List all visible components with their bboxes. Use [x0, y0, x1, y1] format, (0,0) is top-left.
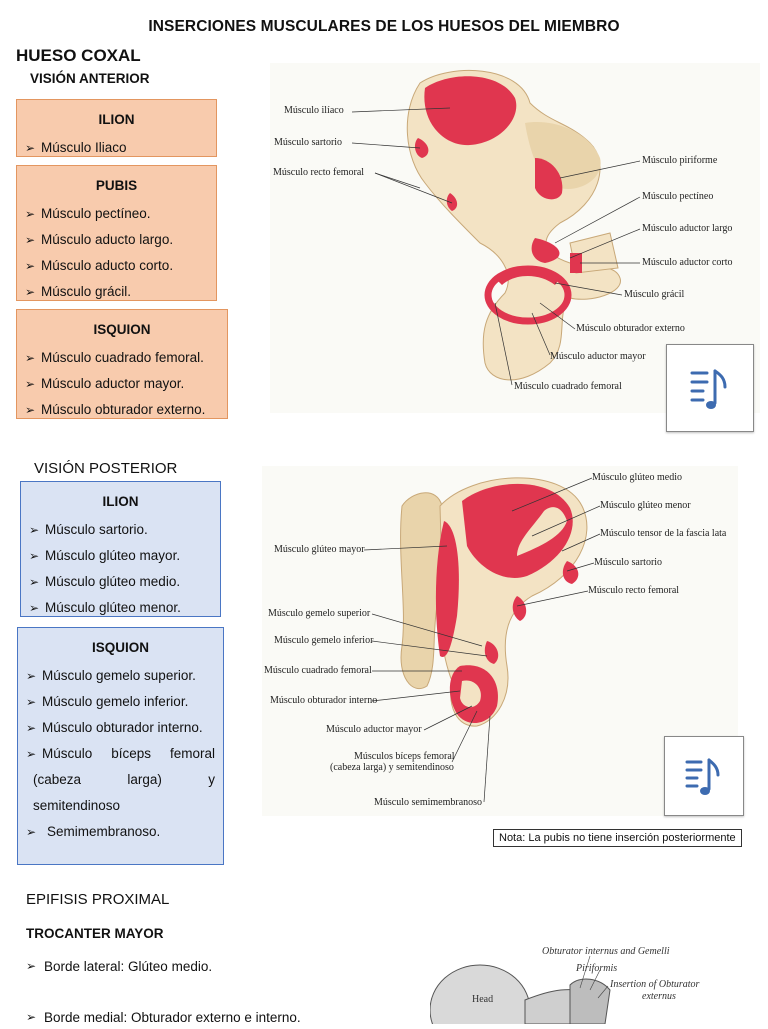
trocanter-heading: TROCANTER MAYOR — [26, 926, 164, 941]
label-pectineo: Músculo pectíneo — [642, 191, 714, 202]
label-sartorio-posterior: Músculo sartorio — [594, 557, 663, 568]
list-item: Semimembranoso. — [26, 819, 215, 845]
label-piriformis: Piriformis — [576, 963, 618, 974]
label-tensor-fascia-lata: Músculo tensor de la fascia lata — [600, 528, 727, 539]
label-iliaco: Músculo ilíaco — [284, 105, 344, 116]
list-item: Músculo aductor mayor. — [25, 371, 219, 397]
label-obturador-interno: Músculo obturador interno — [270, 695, 378, 706]
label-gemelo-inferior: Músculo gemelo inferior — [274, 635, 374, 646]
list-item: Músculo pectíneo. — [25, 201, 208, 227]
anterior-heading: VISIÓN ANTERIOR — [30, 71, 150, 86]
label-piriforme: Músculo piriforme — [642, 155, 718, 166]
list-item: Músculo cuadrado femoral. — [25, 345, 219, 371]
list-item: Borde medial: Obturador externo e intern… — [26, 1010, 301, 1025]
list-item: Borde lateral: Glúteo medio. — [26, 959, 212, 974]
pubis-box: PUBIS Músculo pectíneo. Músculo aducto l… — [16, 165, 217, 305]
label-gracil: Músculo grácil — [624, 289, 685, 300]
label-gluteo-medio: Músculo glúteo medio — [592, 472, 682, 483]
label-biceps-femoral: Músculos bíceps femoral — [354, 751, 455, 762]
label-recto-femoral: Músculo recto femoral — [273, 167, 365, 178]
label-aductor-largo: Músculo aductor largo — [642, 223, 733, 234]
list-item: Músculo Iliaco — [25, 135, 208, 161]
label-cuadrado-femoral: Músculo cuadrado femoral — [514, 381, 622, 392]
label-aductor-mayor: Músculo aductor mayor — [550, 351, 646, 362]
page-title: INSERCIONES MUSCULARES DE LOS HUESOS DEL… — [148, 18, 620, 35]
posterior-isquion-box: ISQUION Músculo gemelo superior. Músculo… — [17, 627, 224, 865]
anterior-pelvis-illustration — [351, 69, 641, 386]
label-gemelo-superior: Músculo gemelo superior — [268, 608, 371, 619]
audio-list-icon[interactable] — [664, 736, 744, 816]
list-item: Músculo gemelo inferior. — [26, 689, 215, 715]
posterior-pelvis-illustration — [363, 477, 601, 803]
label-gluteo-menor: Músculo glúteo menor — [600, 500, 691, 511]
posterior-ilion-box: ILION Músculo sartorio. Músculo glúteo m… — [20, 481, 221, 621]
isquion-box: ISQUION Músculo cuadrado femoral. Múscul… — [16, 309, 228, 423]
label-insertion-obturator: Insertion of Obturator — [610, 979, 700, 990]
label-gluteo-mayor: Músculo glúteo mayor — [274, 544, 365, 555]
label-semimembranoso: Músculo semimembranoso — [374, 797, 483, 808]
label-biceps-femoral-2: (cabeza larga) y semitendinoso — [330, 762, 454, 773]
list-item: Músculo glúteo medio. — [29, 569, 212, 595]
label-recto-femoral-posterior: Músculo recto femoral — [588, 585, 680, 596]
label-obturador-externo: Músculo obturador externo — [576, 323, 685, 334]
list-item: Músculo obturador interno. — [26, 715, 215, 741]
ilion-box: ILION Músculo Iliaco — [16, 99, 217, 161]
posterior-isquion-heading: ISQUION — [91, 640, 149, 655]
posterior-ilion-heading: ILION — [102, 494, 139, 509]
list-item: Músculo aducto largo. — [25, 227, 208, 253]
list-item: Músculo bíceps femoral — [26, 741, 215, 767]
list-item: Músculo sartorio. — [29, 517, 212, 543]
list-item: Músculo gemelo superior. — [26, 663, 215, 689]
anterior-pelvis-figure: Músculo ilíaco Músculo sartorio Músculo … — [270, 63, 760, 413]
list-item-continuation: (cabeza larga) y — [33, 772, 215, 787]
list-item: Músculo obturador externo. — [25, 397, 219, 423]
label-externus: externus — [642, 991, 676, 1002]
audio-list-icon[interactable] — [666, 344, 754, 432]
list-item: Músculo glúteo mayor. — [29, 543, 212, 569]
list-item: Músculo aducto corto. — [25, 253, 208, 279]
label-sartorio: Músculo sartorio — [274, 137, 343, 148]
audio-list-glyph — [685, 758, 720, 795]
femur-figure: Obturator internus and Gemelli Piriformi… — [429, 940, 730, 1029]
posterior-pelvis-figure: Músculo glúteo medio Músculo glúteo meno… — [262, 466, 738, 816]
isquion-heading: ISQUION — [93, 322, 151, 337]
list-item: Músculo glúteo menor. — [29, 595, 212, 621]
label-aductor-mayor-posterior: Músculo aductor mayor — [326, 724, 422, 735]
ilion-heading: ILION — [98, 112, 135, 127]
audio-list-glyph — [690, 369, 727, 409]
label-head: Head — [472, 994, 494, 1005]
label-aductor-corto: Músculo aductor corto — [642, 257, 733, 268]
epifisis-heading: EPIFISIS PROXIMAL — [26, 891, 170, 908]
bone-heading: HUESO COXAL — [16, 46, 141, 65]
label-cuadrado-femoral-posterior: Músculo cuadrado femoral — [264, 665, 372, 676]
pubis-heading: PUBIS — [95, 178, 138, 193]
label-obturator-gemelli: Obturator internus and Gemelli — [542, 946, 670, 957]
posterior-heading: VISIÓN POSTERIOR — [34, 460, 178, 477]
list-item: Músculo grácil. — [25, 279, 208, 305]
list-item-continuation: semitendinoso — [33, 798, 121, 813]
posterior-note: Nota: La pubis no tiene inserción poster… — [493, 829, 742, 847]
femur-illustration — [429, 955, 611, 1029]
